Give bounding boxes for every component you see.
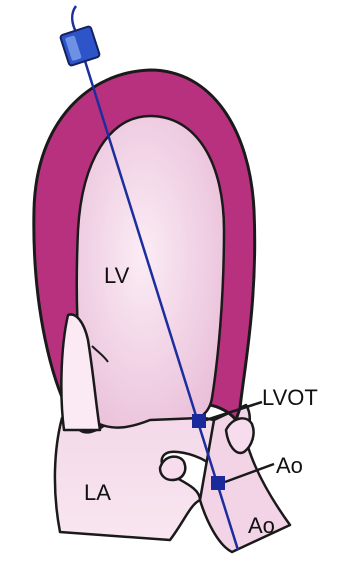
transducer-cable [72,6,76,32]
lv-label: LV [104,263,130,288]
sample-volume-marker-ao [211,476,225,490]
ao-valve-label: Ao [276,453,303,478]
la-label: LA [84,480,111,505]
ao-root-label: Ao [248,513,275,538]
sample-volume-marker-lvot [192,414,206,428]
lvot-label: LVOT [262,385,318,410]
aortic-leaflet-left [160,457,185,480]
transducer-probe-icon [60,26,100,66]
